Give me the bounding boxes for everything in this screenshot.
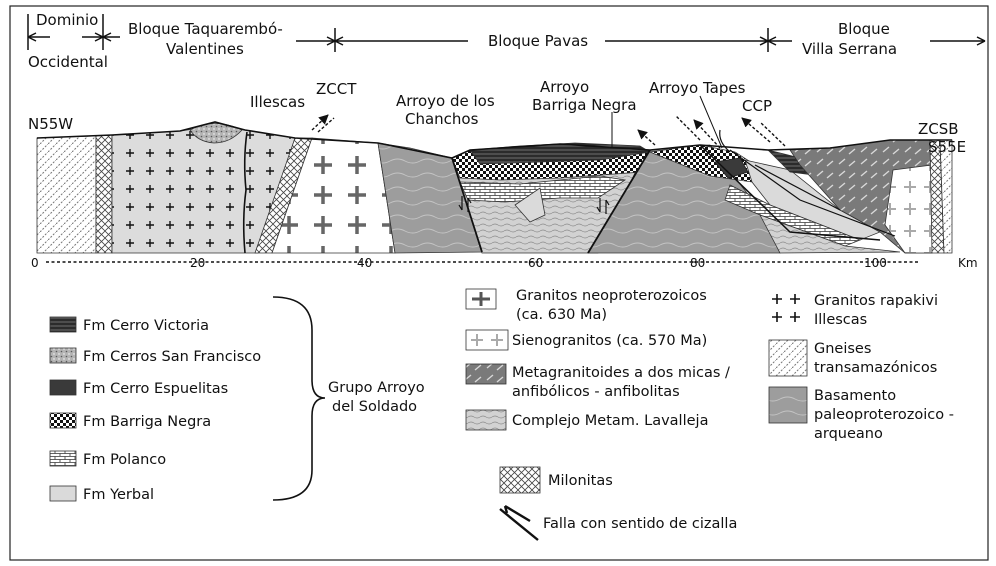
unit-milonitas-west bbox=[95, 134, 113, 254]
legend-cerro-espuelitas: Fm Cerro Espuelitas bbox=[83, 381, 228, 397]
scale-tick-0: 0 bbox=[31, 256, 39, 270]
label-zcsb: ZCSB bbox=[918, 120, 959, 138]
unit-cerro-espuelitas bbox=[714, 157, 749, 179]
swatch-cerros-san-francisco bbox=[49, 347, 77, 364]
label-barriga-line1: Arroyo bbox=[540, 78, 589, 96]
legend-basamento-line1: Basamento bbox=[814, 388, 896, 404]
swatch-granitos-rapakivi bbox=[769, 291, 805, 327]
label-ccp: CCP bbox=[742, 97, 772, 115]
scale-tick-20: 20 bbox=[190, 256, 205, 270]
block-taquarembo-line1: Bloque Taquarembó- bbox=[128, 20, 283, 38]
cross-section bbox=[36, 114, 953, 254]
swatch-metagranitoides bbox=[465, 363, 507, 385]
label-chanchos-line1: Arroyo de los bbox=[396, 92, 495, 110]
legend-gneises-line1: Gneises bbox=[814, 341, 871, 357]
legend-basamento-line3: arqueano bbox=[814, 426, 883, 442]
swatch-cerro-espuelitas bbox=[49, 379, 77, 396]
legend-lavalleja: Complejo Metam. Lavalleja bbox=[512, 413, 708, 429]
figure-frame bbox=[9, 5, 989, 561]
label-chanchos-line2: Chanchos bbox=[405, 110, 479, 128]
legend-group-line1: Grupo Arroyo bbox=[328, 380, 425, 396]
unit-polanco-central bbox=[459, 175, 627, 203]
legend-barriga-negra: Fm Barriga Negra bbox=[83, 414, 211, 430]
unit-gneises-west bbox=[36, 135, 97, 254]
block-taquarembo-line2: Valentines bbox=[166, 40, 244, 58]
legend-group-line2: del Soldado bbox=[332, 399, 417, 415]
legend bbox=[49, 288, 808, 541]
legend-sienogranitos: Sienogranitos (ca. 570 Ma) bbox=[512, 333, 707, 349]
legend-rapakivi-line2: Illescas bbox=[814, 312, 867, 328]
legend-falla: Falla con sentido de cizalla bbox=[543, 516, 737, 532]
legend-metagranitoides-line2: anfibólicos - anfibolitas bbox=[512, 384, 680, 400]
legend-cerros-san-francisco: Fm Cerros San Francisco bbox=[83, 349, 261, 365]
swatch-barriga-negra bbox=[49, 412, 77, 429]
swatch-falla-cizalla bbox=[499, 504, 539, 541]
swatch-yerbal bbox=[49, 485, 77, 502]
legend-milonitas: Milonitas bbox=[548, 473, 613, 489]
block-dominio-line1: Dominio bbox=[36, 11, 98, 29]
swatch-polanco bbox=[49, 450, 77, 467]
swatch-gneises bbox=[768, 339, 808, 377]
scale-tick-100: 100 bbox=[864, 256, 887, 270]
block-pavas: Bloque Pavas bbox=[488, 32, 588, 50]
unit-yerbal-east bbox=[744, 159, 881, 241]
swatch-basamento bbox=[768, 386, 808, 424]
label-zcct: ZCCT bbox=[316, 80, 357, 98]
block-villa-line2: Villa Serrana bbox=[802, 40, 897, 58]
scale-unit: Km bbox=[958, 256, 978, 270]
label-illescas: Illescas bbox=[250, 93, 305, 111]
legend-brace bbox=[272, 296, 326, 501]
scale-tick-80: 80 bbox=[690, 256, 705, 270]
label-tapes: Arroyo Tapes bbox=[649, 79, 746, 97]
block-dominio-line2: Occidental bbox=[28, 53, 108, 71]
legend-granitos-neo-line1: Granitos neoproterozoicos bbox=[516, 288, 707, 304]
swatch-cerro-victoria bbox=[49, 316, 77, 333]
unit-sienogranitos bbox=[884, 164, 933, 254]
legend-polanco: Fm Polanco bbox=[83, 452, 166, 468]
legend-cerro-victoria: Fm Cerro Victoria bbox=[83, 318, 209, 334]
swatch-milonitas bbox=[499, 466, 541, 494]
label-barriga-line2: Barriga Negra bbox=[532, 96, 637, 114]
legend-basamento-line2: paleoproterozoico - bbox=[814, 407, 954, 423]
scale-tick-40: 40 bbox=[357, 256, 372, 270]
legend-granitos-neo-line2: (ca. 630 Ma) bbox=[516, 307, 607, 323]
block-header bbox=[27, 14, 986, 52]
block-villa-line1: Bloque bbox=[838, 20, 890, 38]
unit-cerros-san-francisco-lens bbox=[189, 123, 243, 144]
legend-yerbal: Fm Yerbal bbox=[83, 487, 154, 503]
unit-lavalleja-east bbox=[759, 214, 901, 254]
swatch-lavalleja bbox=[465, 409, 507, 431]
legend-metagranitoides-line1: Metagranitoides a dos micas / bbox=[512, 365, 730, 381]
label-nw: N55W bbox=[28, 115, 73, 133]
legend-rapakivi-line1: Granitos rapakivi bbox=[814, 293, 938, 309]
label-se: S55E bbox=[928, 138, 966, 156]
scale-tick-60: 60 bbox=[528, 256, 543, 270]
legend-gneises-line2: transamazónicos bbox=[814, 360, 937, 376]
